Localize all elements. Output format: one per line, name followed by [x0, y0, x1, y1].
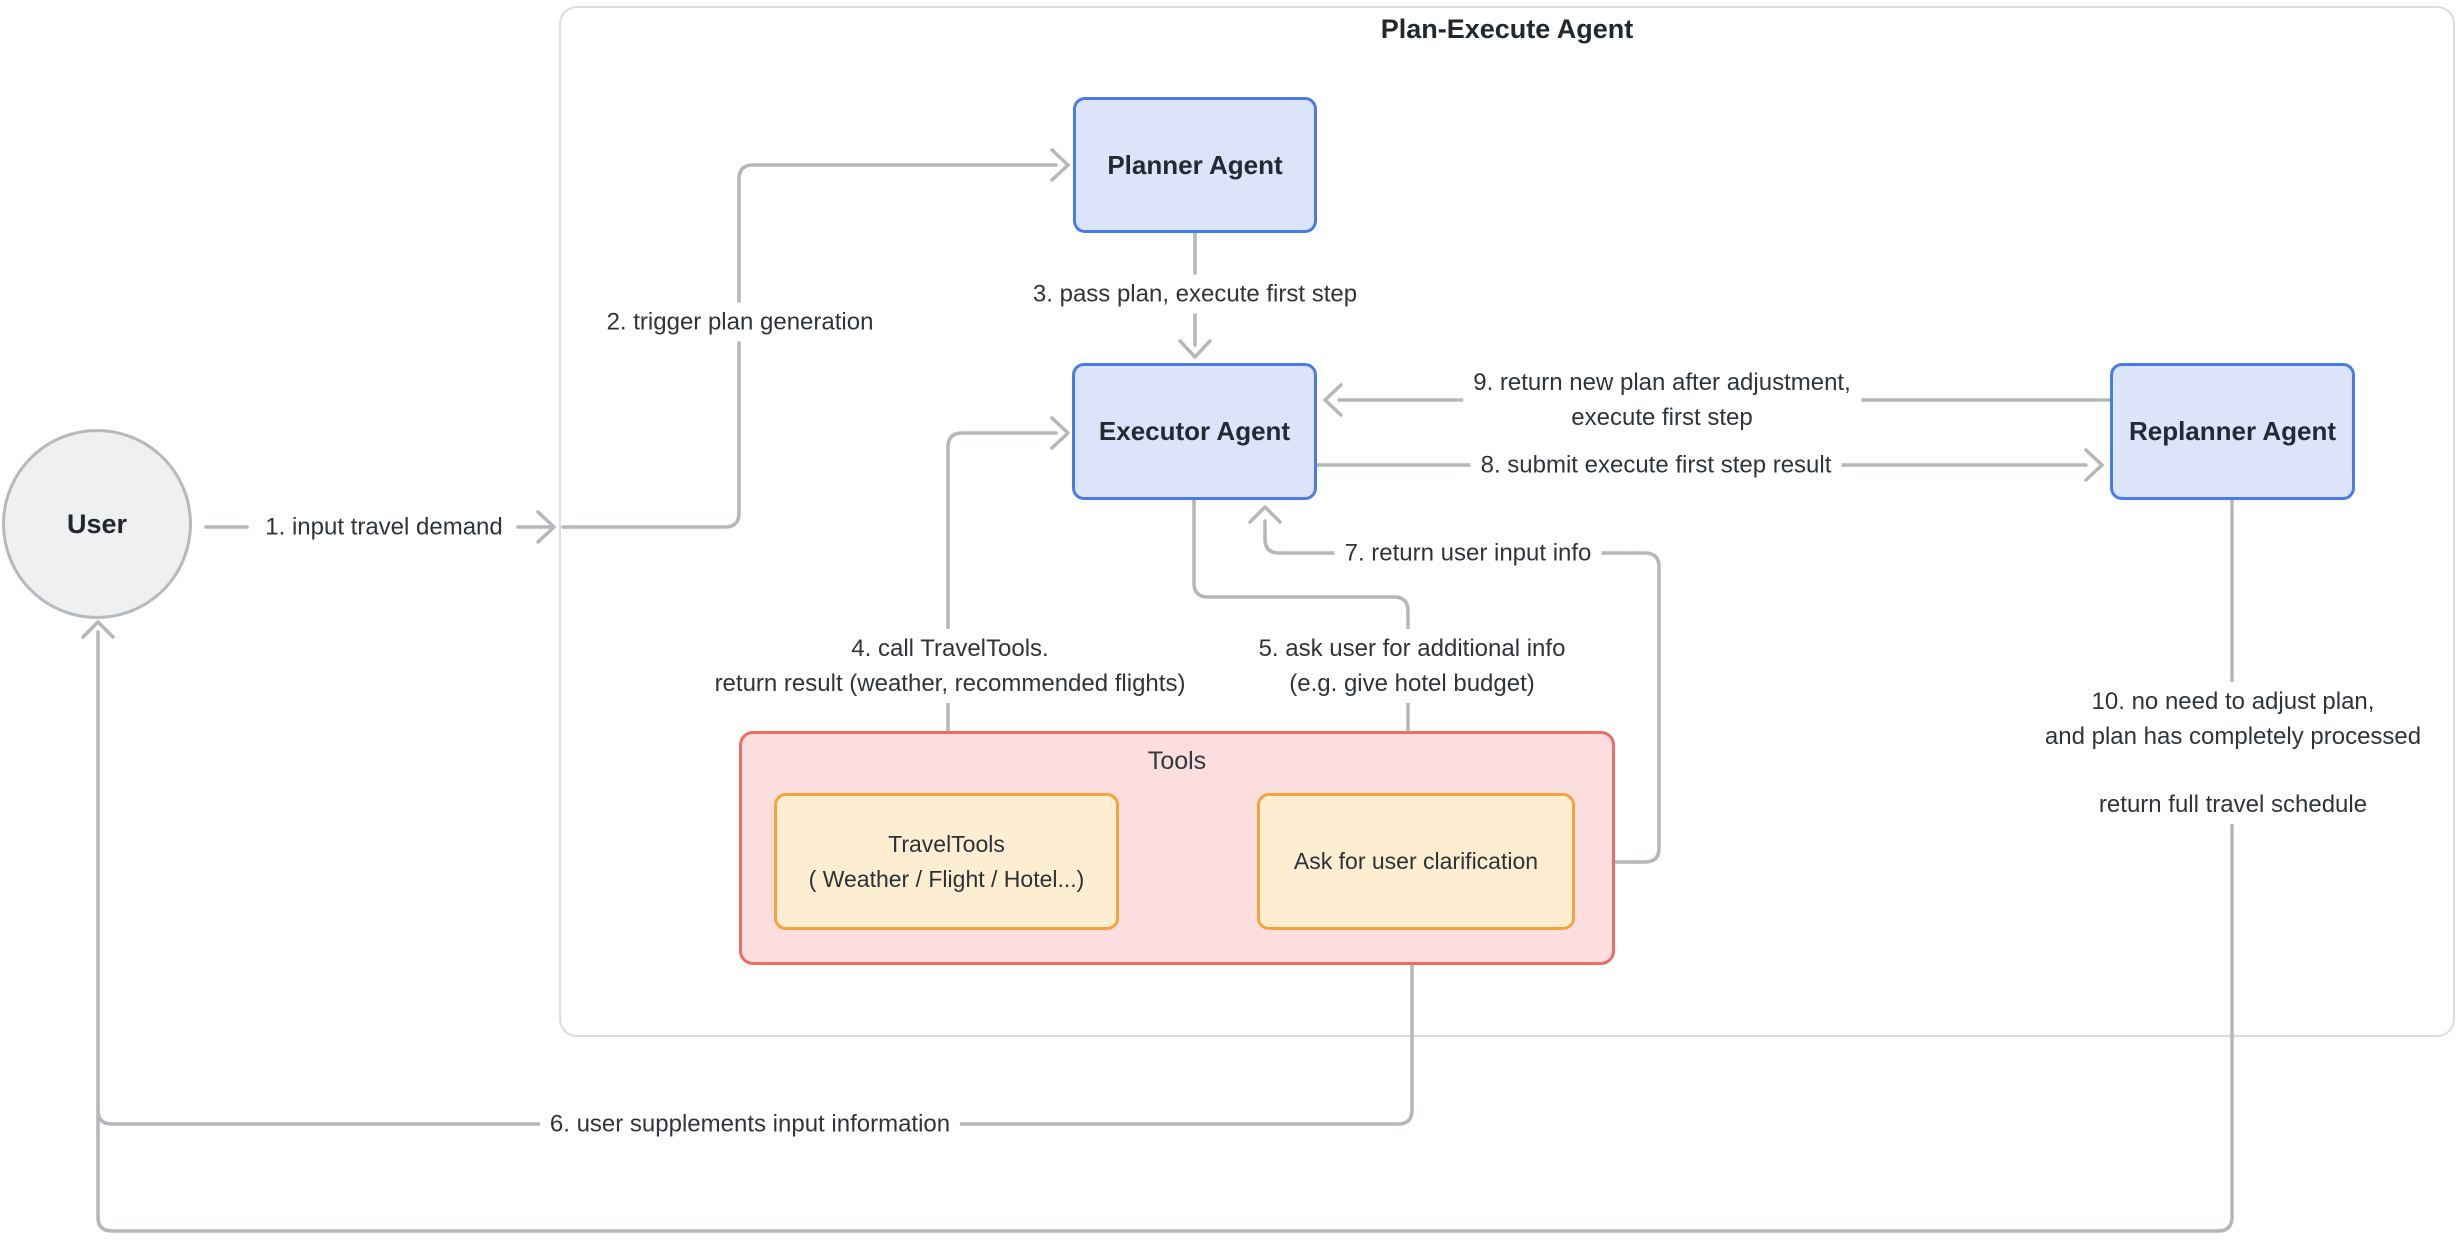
- node-travel-tools: TravelTools ( Weather / Flight / Hotel..…: [774, 793, 1119, 930]
- edge-7-path: [1248, 505, 1661, 864]
- edge-label-10-line2: and plan has completely processed: [2044, 723, 2422, 750]
- node-executor-label: Executor Agent: [1098, 416, 1291, 446]
- edge-label-10: 10. no need to adjust plan, and plan has…: [2034, 682, 2432, 824]
- arrowhead-into-executor-right: [1323, 383, 1343, 417]
- arrowhead-into-replanner: [2084, 448, 2104, 482]
- edge-10-path: [96, 498, 2234, 1233]
- edge-label-8: 8. submit execute first step result: [1470, 445, 1842, 485]
- arrowhead-into-executor-bottom: [1248, 505, 1282, 524]
- travel-tools-line2: ( Weather / Flight / Hotel...): [808, 865, 1085, 892]
- edge-label-10-spacer: [2045, 754, 2421, 787]
- diagram-title: Plan-Execute Agent: [1380, 14, 1634, 44]
- node-replanner-label: Replanner Agent: [2128, 416, 2337, 446]
- edge-label-4-line1: 4. call TravelTools.: [851, 635, 1049, 662]
- edge-label-5-line2: (e.g. give hotel budget): [1289, 670, 1535, 697]
- node-ask-user-clarification: Ask for user clarification: [1257, 793, 1575, 930]
- edge-label-9-line2: execute first step: [1571, 404, 1753, 431]
- edge-label-7: 7. return user input info: [1334, 533, 1602, 573]
- node-user: User: [2, 429, 192, 619]
- edge-1-path: [204, 510, 556, 544]
- edge-label-2: 2. trigger plan generation: [596, 302, 884, 342]
- arrowhead-into-user: [81, 620, 115, 639]
- arrowhead-into-executor-top: [1178, 339, 1212, 359]
- arrowhead-into-frame: [536, 510, 556, 544]
- edge-label-10-line1: 10. no need to adjust plan,: [2091, 688, 2375, 715]
- edge-label-1: 1. input travel demand: [255, 507, 513, 547]
- edge-label-4: 4. call TravelTools. return result (weat…: [704, 629, 1196, 703]
- edge-user-return-path: [81, 620, 115, 1132]
- node-planner-label: Planner Agent: [1107, 149, 1283, 180]
- arrowhead-into-executor-left: [1050, 416, 1070, 450]
- edge-label-6: 6. user supplements input information: [539, 1104, 961, 1144]
- node-user-label: User: [66, 508, 128, 539]
- tools-title: Tools: [1147, 747, 1207, 775]
- edge-label-9-line1: 9. return new plan after adjustment,: [1473, 369, 1851, 396]
- edge-label-4-line2: return result (weather, recommended flig…: [714, 670, 1186, 697]
- edge-label-5-line1: 5. ask user for additional info: [1258, 635, 1566, 662]
- node-executor-agent: Executor Agent: [1072, 363, 1317, 500]
- edge-label-5: 5. ask user for additional info (e.g. gi…: [1248, 629, 1576, 703]
- node-replanner-agent: Replanner Agent: [2110, 363, 2355, 500]
- node-planner-agent: Planner Agent: [1073, 97, 1317, 233]
- edge-2-path: [561, 148, 1070, 529]
- arrowhead-into-planner: [1050, 148, 1070, 182]
- ask-clarification-label: Ask for user clarification: [1293, 848, 1539, 874]
- travel-tools-line1: TravelTools: [888, 830, 1005, 857]
- edge-label-3: 3. pass plan, execute first step: [1022, 274, 1368, 314]
- edge-label-10-line3: return full travel schedule: [2098, 791, 2368, 818]
- edge-label-9: 9. return new plan after adjustment, exe…: [1463, 363, 1861, 437]
